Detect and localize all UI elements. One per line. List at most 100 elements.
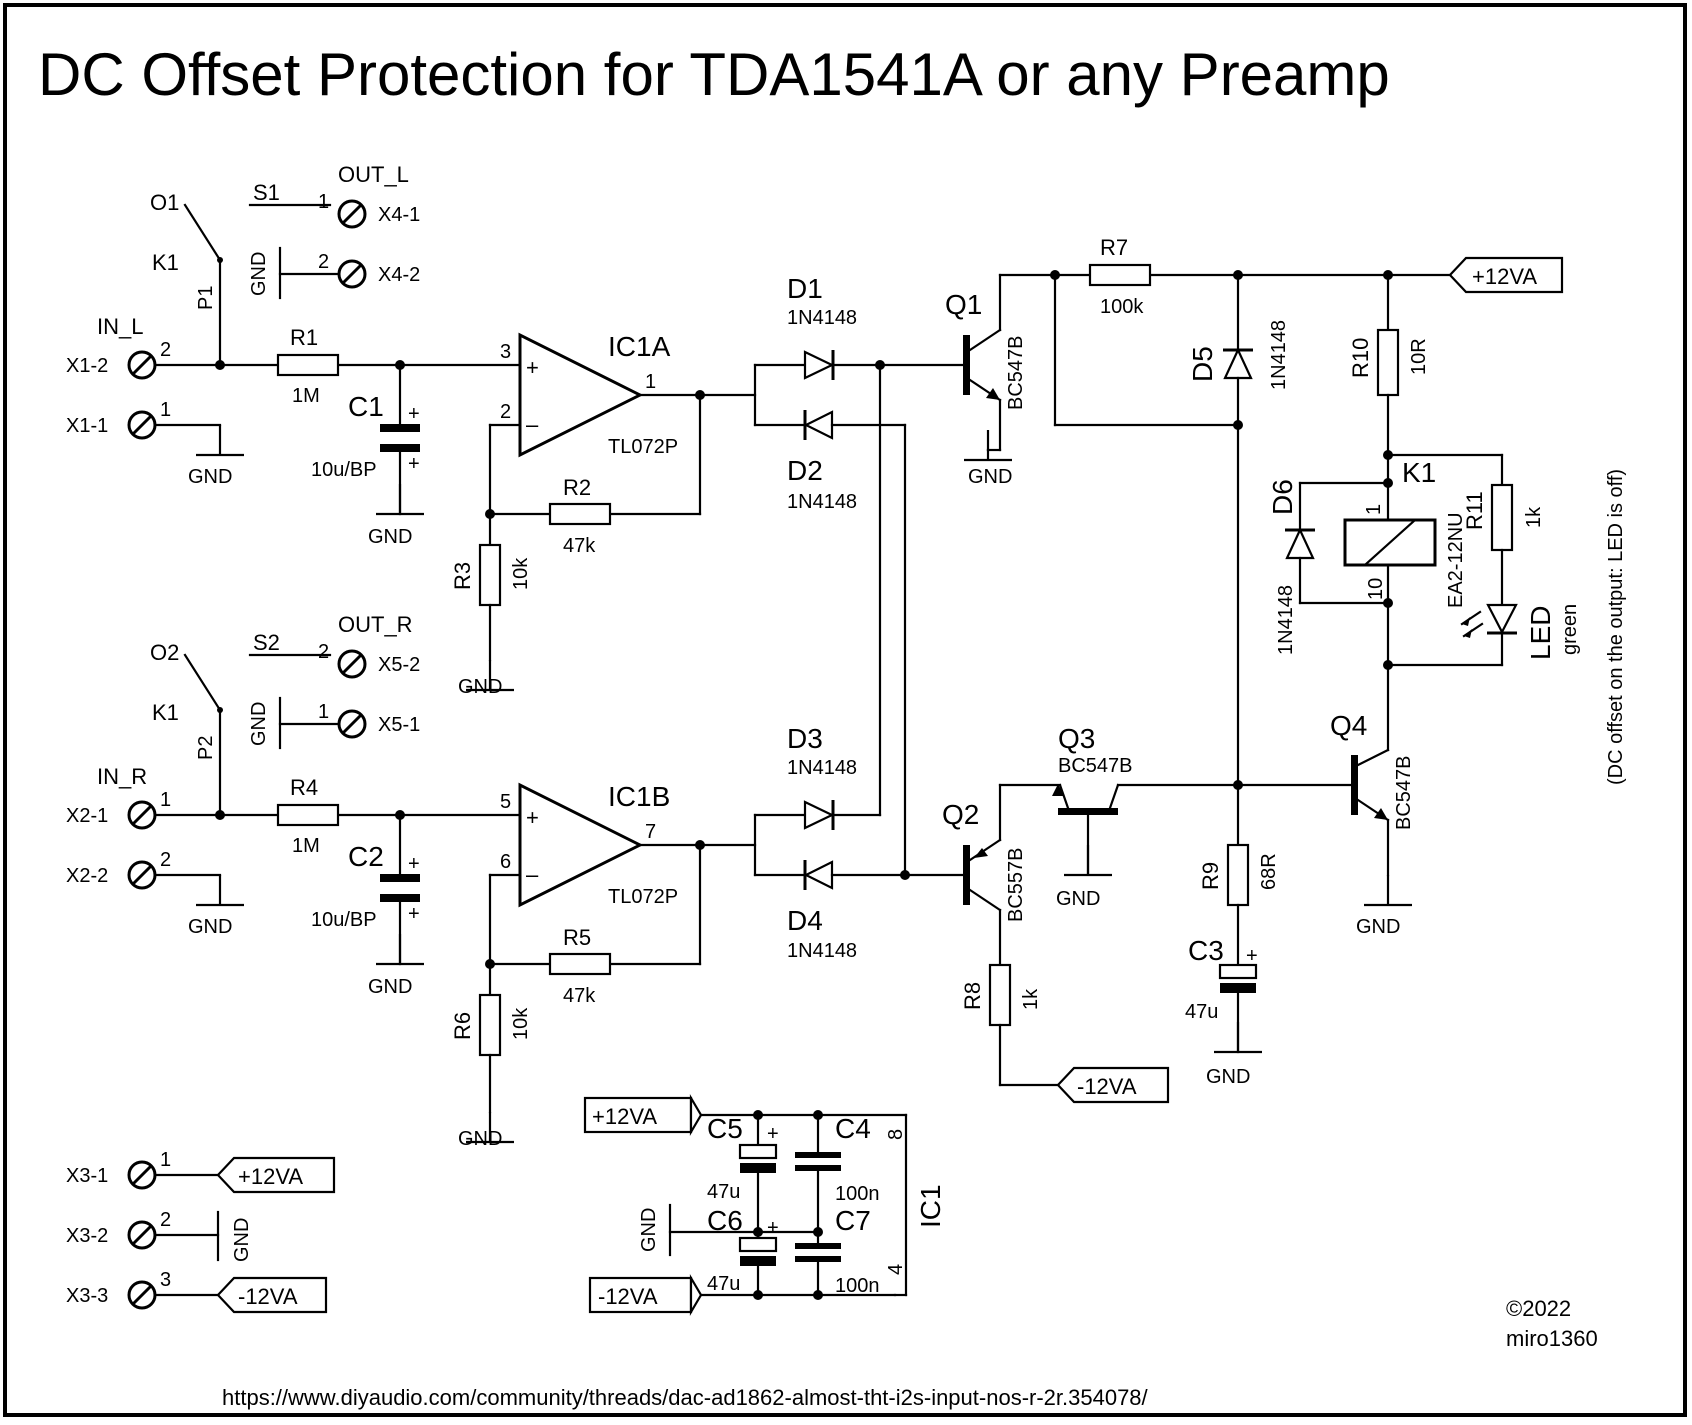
c1-value: 10u/BP	[311, 459, 377, 481]
x3-3-label: X3-3	[66, 1285, 108, 1307]
r6-value: 10k	[510, 1007, 532, 1040]
d2-ref: D2	[787, 455, 823, 486]
q2-ref: Q2	[942, 799, 979, 830]
in-r-label: IN_R	[97, 764, 147, 789]
svg-text:1: 1	[1363, 504, 1385, 515]
svg-text:GND: GND	[188, 466, 232, 488]
q3-value: BC547B	[1058, 755, 1133, 777]
svg-text:1: 1	[160, 1149, 171, 1171]
svg-text:1: 1	[645, 371, 656, 393]
svg-text:2: 2	[318, 251, 329, 273]
q4-ref: Q4	[1330, 710, 1367, 741]
svg-text:GND: GND	[458, 1128, 502, 1150]
x3-1-terminal-icon	[127, 1160, 157, 1190]
left-input-stage: O1 S1 K1 P1 OUT_L 1 X4-1 2 GND X4-2 IN_L…	[66, 162, 757, 698]
svg-text:GND: GND	[188, 916, 232, 938]
supply-rail: R7 100k +12VA	[1050, 235, 1564, 427]
q1-ref: Q1	[945, 289, 982, 320]
svg-text:1: 1	[318, 701, 329, 723]
svg-text:3: 3	[160, 1269, 171, 1291]
out-r-label: OUT_R	[338, 612, 413, 637]
led-annotation: (DC offset on the output: LED is off)	[1605, 469, 1627, 785]
c6-ref: C6	[707, 1205, 743, 1236]
svg-text:GND: GND	[1056, 888, 1100, 910]
page-title: DC Offset Protection for TDA1541A or any…	[38, 41, 1390, 108]
contact-s1: S1	[253, 180, 280, 205]
d5-ref: D5	[1187, 346, 1218, 382]
x4-1-label: X4-1	[378, 204, 420, 226]
x1-2-label: X1-2	[66, 355, 108, 377]
c3-ref: C3	[1188, 935, 1224, 966]
x3-3-terminal-icon	[127, 1280, 157, 1310]
svg-text:GND: GND	[368, 526, 412, 548]
svg-text:+: +	[767, 1123, 779, 1145]
svg-text:GND: GND	[1356, 916, 1400, 938]
r2-ref: R2	[563, 475, 591, 500]
x4-2-terminal-icon	[337, 259, 367, 289]
svg-text:2: 2	[160, 849, 171, 871]
svg-text:1: 1	[160, 789, 171, 811]
x5-1-terminal-icon	[337, 709, 367, 739]
svg-text:5: 5	[500, 791, 511, 813]
svg-text:GND: GND	[231, 1218, 253, 1262]
r9-ref: R9	[1198, 862, 1223, 890]
svg-text:–: –	[526, 412, 539, 437]
svg-text:GND: GND	[458, 676, 502, 698]
svg-text:+: +	[526, 805, 539, 830]
x1-1-label: X1-1	[66, 415, 108, 437]
x4-2-label: X4-2	[378, 264, 420, 286]
ic1a-ref: IC1A	[608, 331, 671, 362]
q4-value: BC547B	[1393, 756, 1415, 831]
c2-ref: C2	[348, 841, 384, 872]
svg-text:1: 1	[318, 191, 329, 213]
ic1a-value: TL072P	[608, 436, 678, 458]
contact-p2: P2	[195, 736, 217, 760]
svg-text:2: 2	[318, 641, 329, 663]
svg-text:7: 7	[645, 821, 656, 843]
out-l-label: OUT_L	[338, 162, 409, 187]
svg-text:GND: GND	[248, 702, 270, 746]
d2-value: 1N4148	[787, 491, 857, 513]
c5-ref: C5	[707, 1113, 743, 1144]
svg-text:+: +	[1246, 945, 1258, 967]
power-connector: X3-1 1 +12VA X3-2 2 GND X3-3 3 -12VA	[66, 1149, 336, 1314]
svg-text:8: 8	[885, 1129, 907, 1140]
d5-value: 1N4148	[1268, 320, 1290, 390]
x5-1-label: X5-1	[378, 714, 420, 736]
x2-2-label: X2-2	[66, 865, 108, 887]
r10-resistor: R10 10R	[1348, 273, 1430, 460]
x3-1-label: X3-1	[66, 1165, 108, 1187]
c5-value: 47u	[707, 1181, 740, 1203]
x1-2-terminal-icon	[127, 350, 157, 380]
q4-transistor: GND Q4 BC547B	[1233, 663, 1415, 938]
r11-value: 1k	[1523, 506, 1545, 528]
svg-text:+: +	[408, 403, 420, 425]
q1-transistor: GND Q1 BC547B	[945, 273, 1057, 488]
c3-value: 47u	[1185, 1001, 1218, 1023]
d5-diode: D5 1N4148	[1187, 273, 1290, 787]
x2-1-terminal-icon	[127, 800, 157, 830]
svg-text:GND: GND	[248, 252, 270, 296]
d6-value: 1N4148	[1275, 585, 1297, 655]
q2-value: BC557B	[1005, 848, 1027, 923]
c1-ref: C1	[348, 391, 384, 422]
in-l-label: IN_L	[97, 314, 143, 339]
c7-value: 100n	[835, 1275, 880, 1297]
x2-2-terminal-icon	[127, 860, 157, 890]
x5-2-terminal-icon	[337, 649, 367, 679]
neg-rail-label: -12VA	[1077, 1074, 1137, 1099]
svg-text:GND: GND	[368, 976, 412, 998]
svg-text:2: 2	[500, 401, 511, 423]
c4-ref: C4	[835, 1113, 871, 1144]
ic1-ref: IC1	[915, 1184, 946, 1228]
r3-value: 10k	[510, 557, 532, 590]
contact-p1: P1	[195, 286, 217, 310]
r5-value: 47k	[563, 985, 596, 1007]
svg-text:+12VA: +12VA	[238, 1164, 303, 1189]
svg-text:10: 10	[1365, 578, 1387, 600]
contact-s2: S2	[253, 630, 280, 655]
d3-ref: D3	[787, 723, 823, 754]
r9-c3-network: GND + R9 68R C3 47u	[1185, 783, 1280, 1088]
relay-k1-top: K1	[152, 250, 179, 275]
svg-text:GND: GND	[638, 1208, 660, 1252]
